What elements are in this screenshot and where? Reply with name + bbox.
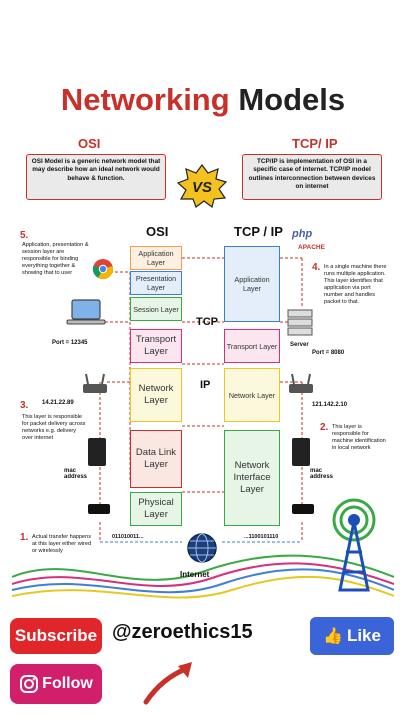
php-logo-text: php: [292, 228, 313, 240]
port-left-label: Port = 12345: [52, 340, 88, 346]
arrow-icon: [143, 662, 192, 705]
globe-icon: [187, 533, 217, 563]
note-1-text: Actual transfer happens at this layer ei…: [32, 534, 92, 554]
osi-network-layer: Network Layer: [130, 368, 182, 422]
tcp-label: TCP: [196, 316, 218, 328]
note-3-number: 3.: [20, 400, 29, 411]
note-4-number: 4.: [312, 262, 321, 273]
router-left-icon: [83, 373, 107, 393]
chrome-browser-icon: [92, 259, 113, 280]
follow-label: Follow: [42, 675, 93, 692]
bits-left-label: 011010011...: [112, 534, 144, 540]
tcpip-description: TCP/IP is implementation of OSI in a spe…: [242, 154, 382, 200]
channel-handle[interactable]: @zeroethics15: [112, 621, 253, 643]
like-button[interactable]: 👍 Like: [310, 617, 394, 655]
note-2-text: This layer is responsible for machine id…: [332, 424, 386, 451]
note-5-number: 5.: [20, 230, 29, 241]
note-4-text: In a single machine there runs multiple …: [324, 264, 387, 305]
connector-right-icon: [292, 504, 314, 514]
vs-label: VS: [192, 179, 212, 196]
server-icon: [287, 309, 313, 336]
tcpip-network-layer: Network Layer: [224, 368, 280, 422]
infographic-poster: Networking Models OSI TCP/ IP OSI Model …: [12, 72, 394, 600]
mac-left-label: mac address: [64, 468, 88, 480]
vs-badge: VS: [177, 164, 227, 208]
osi-data-link-layer: Data Link Layer: [130, 430, 182, 488]
mac-right-label: mac address: [310, 468, 334, 480]
tcpip-network-interface-layer: Network Interface Layer: [224, 430, 280, 526]
like-label: Like: [346, 626, 381, 645]
osi-transport-layer: Transport Layer: [130, 329, 182, 363]
note-3-text: This layer is responsible for packet del…: [22, 414, 86, 441]
instagram-icon: [20, 675, 39, 693]
note-1-number: 1.: [20, 532, 29, 543]
laptop-icon: [66, 299, 106, 325]
tcpip-header: TCP/ IP: [292, 136, 338, 151]
thumbs-up-icon: 👍: [323, 628, 343, 645]
osi-physical-layer: Physical Layer: [130, 492, 182, 526]
ip-left-label: 14.21.22.89: [42, 400, 74, 406]
apache-logo-text: APACHE: [298, 244, 325, 251]
nic-card-left-icon: [88, 438, 106, 466]
internet-label: Internet: [180, 570, 210, 579]
connector-left-icon: [88, 504, 110, 514]
port-right-label: Port = 8080: [312, 350, 345, 356]
osi-column-header: OSI: [146, 224, 169, 239]
osi-application-layer: Application Layer: [130, 246, 182, 270]
cell-tower-icon: [332, 498, 376, 592]
note-2-number: 2.: [320, 422, 329, 433]
diagram-lines: [12, 257, 394, 599]
page-title: Networking Models: [60, 82, 346, 117]
ip-right-label: 121.142.2.10: [312, 402, 348, 408]
osi-presentation-layer: Presentation Layer: [130, 271, 182, 295]
ip-label: IP: [200, 379, 211, 391]
osi-description: OSI Model is a generic network model tha…: [26, 154, 166, 200]
nic-card-right-icon: [292, 438, 310, 466]
router-right-icon: [289, 373, 313, 393]
bits-right-label: ...1100101110: [244, 534, 279, 540]
follow-button[interactable]: Follow: [10, 664, 102, 704]
server-label: Server: [290, 342, 309, 348]
tcpip-transport-layer: Transport Layer: [224, 329, 280, 363]
osi-session-layer: Session Layer: [130, 297, 182, 321]
tcpip-column-header: TCP / IP: [234, 224, 283, 239]
note-5-text: Application, presentation & session laye…: [22, 242, 89, 276]
subscribe-button[interactable]: Subscribe: [10, 618, 102, 654]
tcpip-application-layer: Application Layer: [224, 246, 280, 322]
osi-header: OSI: [78, 136, 101, 151]
